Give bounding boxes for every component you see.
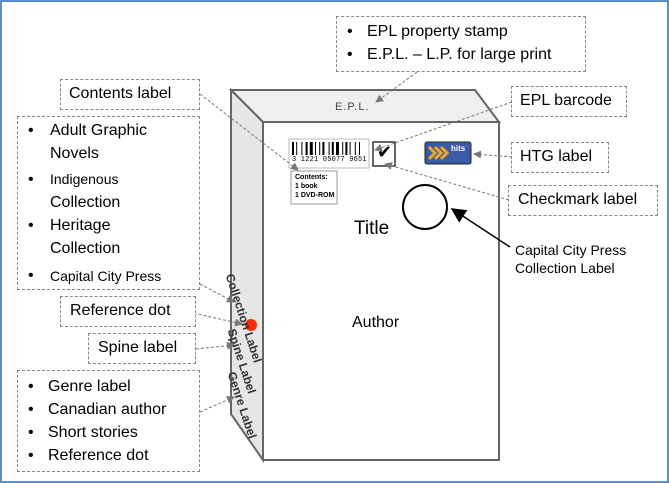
- leader-barcode: [374, 101, 513, 152]
- collection-bullet: •: [28, 171, 34, 188]
- barcode-bar: [296, 142, 298, 155]
- genre-item: Short stories: [18, 421, 166, 444]
- contents-sticker: [290, 170, 338, 205]
- callout-contents-label: Contents label: [60, 79, 200, 110]
- collection-bullet: •: [28, 217, 34, 234]
- reference-dot: [245, 319, 257, 331]
- barcode-bar: [342, 142, 344, 155]
- callout-htg-label: HTG label: [511, 142, 609, 173]
- callout-collection-types: • Adult Graphic Novels • Indigenous Coll…: [17, 116, 200, 290]
- callout-epl-barcode: EPL barcode: [511, 86, 627, 117]
- barcode-bars: [292, 142, 360, 155]
- barcode-sticker: [288, 138, 370, 169]
- htg-label-text: HTG label: [520, 148, 593, 165]
- capital-city-press-line-2: Collection Label: [515, 260, 615, 276]
- callout-genre-types: Genre label Canadian author Short storie…: [17, 370, 200, 472]
- leader-checkmark: [384, 162, 510, 201]
- epl-barcode-text: EPL barcode: [520, 92, 612, 109]
- contents-heading: Contents:: [295, 174, 328, 181]
- barcode-bar: [336, 142, 339, 155]
- barcode-bar: [315, 142, 316, 155]
- contents-label-text: Contents label: [69, 85, 172, 102]
- barcode-bar: [354, 142, 356, 155]
- barcode-bar: [309, 142, 313, 155]
- leader-collection: [199, 283, 235, 303]
- barcode-bar: [319, 142, 321, 155]
- arrow-capital-city-press: [450, 208, 511, 248]
- htg-logo-text: hits: [451, 144, 466, 153]
- capital-city-press-circle: [402, 184, 448, 230]
- barcode-bar: [349, 142, 351, 155]
- leader-spine: [195, 341, 235, 350]
- barcode-bar: [331, 142, 334, 155]
- collection-item-line: Novels: [50, 145, 99, 162]
- leader-genre: [199, 396, 235, 413]
- barcode-bar: [322, 142, 325, 155]
- collection-item-line: Collection: [50, 194, 121, 211]
- barcode-bar: [345, 142, 348, 155]
- genre-item: Genre label: [18, 375, 166, 398]
- leader-htg: [473, 150, 513, 159]
- barcode-number: 3 1221 05077 9651: [292, 156, 367, 164]
- barcode-bar: [305, 142, 308, 155]
- barcode-bar: [292, 142, 294, 155]
- genre-item: Canadian author: [18, 398, 166, 421]
- htg-sticker: [424, 141, 472, 165]
- collection-item-line: Indigenous: [50, 171, 119, 187]
- book-title: Title: [354, 218, 390, 239]
- leader-lines: [183, 71, 513, 413]
- capital-city-press-line-1: Capital City Press: [515, 242, 627, 258]
- callout-checkmark-label: Checkmark label: [508, 185, 658, 216]
- genre-item: Reference dot: [18, 444, 166, 467]
- epl-stamp-text: E.P.L.: [335, 101, 370, 113]
- collection-bullet: •: [28, 267, 34, 284]
- barcode-bar: [359, 142, 360, 155]
- contents-line-1: 1 book: [295, 183, 318, 190]
- collection-item-line: Capital City Press: [50, 268, 162, 284]
- collection-item-line: Adult Graphic: [50, 122, 147, 139]
- reference-dot-text: Reference dot: [70, 302, 171, 319]
- leader-contents: [199, 93, 299, 171]
- collection-item-line: Collection: [50, 240, 121, 257]
- callout-epl-property: EPL property stamp E.P.L. – L.P. for lar…: [336, 16, 586, 72]
- checkmark-label-text: Checkmark label: [518, 191, 638, 208]
- collection-bullet: •: [28, 122, 34, 139]
- epl-property-item: EPL property stamp: [337, 20, 551, 43]
- callout-reference-dot: Reference dot: [60, 296, 196, 327]
- collection-item-line: Heritage: [50, 217, 111, 234]
- barcode-bar: [301, 142, 303, 155]
- spine-label-text: Spine label: [98, 339, 178, 356]
- checkmark-glyph: ✔: [377, 142, 393, 163]
- leader-epl-stamp: [375, 71, 418, 103]
- book-author: Author: [352, 314, 400, 331]
- epl-property-item: E.P.L. – L.P. for large print: [337, 43, 551, 66]
- callout-spine-label: Spine label: [88, 333, 196, 364]
- contents-line-2: 1 DVD-ROM: [295, 192, 335, 199]
- barcode-bar: [328, 142, 330, 155]
